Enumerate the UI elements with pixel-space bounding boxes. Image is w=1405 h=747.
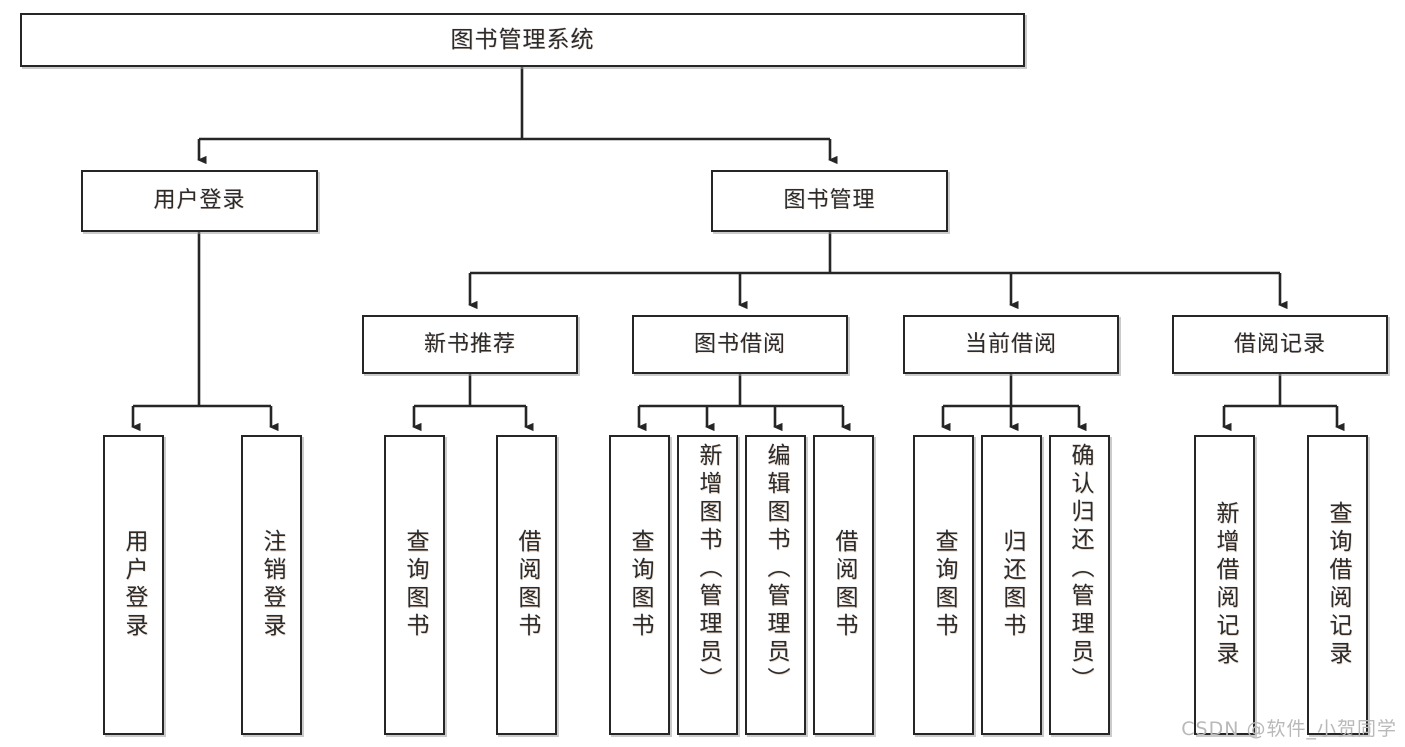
leaf-confirm-return[interactable]: 确认归还（管理员） xyxy=(1049,435,1110,735)
leaf-query-book-2[interactable]: 查询图书 xyxy=(609,435,670,735)
node-new-book-rec-label: 新书推荐 xyxy=(423,331,516,357)
node-book-borrow[interactable]: 图书借阅 xyxy=(632,315,848,374)
leaf-borrow-book-2-label: 借阅图书 xyxy=(831,529,857,641)
leaf-user-logout-label: 注销登录 xyxy=(259,529,285,641)
node-user-login-label: 用户登录 xyxy=(153,188,246,214)
leaf-return-book[interactable]: 归还图书 xyxy=(981,435,1042,735)
leaf-add-record-label: 新增借阅记录 xyxy=(1212,501,1238,669)
leaf-query-book-1[interactable]: 查询图书 xyxy=(384,435,445,735)
node-current-borrow-label: 当前借阅 xyxy=(964,331,1057,357)
leaf-user-login[interactable]: 用户登录 xyxy=(103,435,164,735)
node-borrow-record-label: 借阅记录 xyxy=(1233,331,1326,357)
node-current-borrow[interactable]: 当前借阅 xyxy=(903,315,1119,374)
node-book-manage-label: 图书管理 xyxy=(783,188,876,214)
node-new-book-rec[interactable]: 新书推荐 xyxy=(362,315,578,374)
leaf-borrow-book-1[interactable]: 借阅图书 xyxy=(496,435,557,735)
node-book-borrow-label: 图书借阅 xyxy=(693,331,786,357)
leaf-query-book-3[interactable]: 查询图书 xyxy=(913,435,974,735)
leaf-edit-book[interactable]: 编辑图书（管理员） xyxy=(745,435,806,735)
leaf-add-record[interactable]: 新增借阅记录 xyxy=(1194,435,1255,735)
leaf-edit-book-label: 编辑图书（管理员） xyxy=(763,443,789,695)
node-book-manage[interactable]: 图书管理 xyxy=(711,170,948,232)
node-user-login[interactable]: 用户登录 xyxy=(81,170,318,232)
leaf-query-book-1-label: 查询图书 xyxy=(402,529,428,641)
leaf-borrow-book-1-label: 借阅图书 xyxy=(514,529,540,641)
leaf-query-book-3-label: 查询图书 xyxy=(931,529,957,641)
leaf-borrow-book-2[interactable]: 借阅图书 xyxy=(813,435,874,735)
leaf-add-book[interactable]: 新增图书（管理员） xyxy=(677,435,738,735)
watermark: CSDN @软件_小贺同学 xyxy=(1181,718,1397,740)
leaf-query-book-2-label: 查询图书 xyxy=(627,529,653,641)
leaf-query-record[interactable]: 查询借阅记录 xyxy=(1307,435,1368,735)
leaf-return-book-label: 归还图书 xyxy=(999,529,1025,641)
leaf-query-record-label: 查询借阅记录 xyxy=(1325,501,1351,669)
node-root-label: 图书管理系统 xyxy=(450,26,595,53)
leaf-user-login-label: 用户登录 xyxy=(121,529,147,641)
leaf-user-logout[interactable]: 注销登录 xyxy=(241,435,302,735)
node-root[interactable]: 图书管理系统 xyxy=(20,13,1025,67)
node-borrow-record[interactable]: 借阅记录 xyxy=(1172,315,1388,374)
leaf-add-book-label: 新增图书（管理员） xyxy=(695,443,721,695)
leaf-confirm-return-label: 确认归还（管理员） xyxy=(1067,443,1093,695)
